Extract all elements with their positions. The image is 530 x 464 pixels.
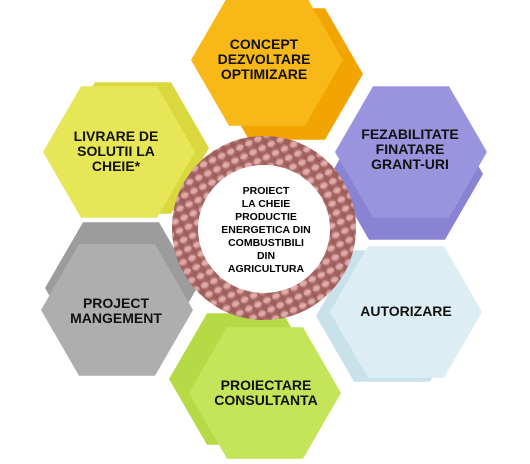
hex-livrare-line-2: SOLUTII LA: [77, 142, 155, 159]
hex-proiectare-line-2: CONSULTANTA: [214, 392, 318, 408]
center-line-3: PRODUCTIE: [235, 210, 297, 223]
hex-label-project-management: PROJECT MANGEMENT: [40, 276, 192, 346]
hex-label-proiectare: PROIECTARE CONSULTANTA: [190, 358, 342, 428]
hex-proiectare-line-1: PROIECTARE: [220, 377, 312, 393]
hex-livrare-line-1: LIVRARE DE: [73, 127, 159, 144]
center-line-2: LA CHEIE: [241, 197, 291, 210]
hex-label-autorizare: AUTORIZARE: [330, 276, 482, 346]
center-line-4: ENERGETICA DIN: [221, 223, 311, 236]
center-photo-circle: [172, 136, 356, 320]
hex-project-management-line-2: MANGEMENT: [70, 310, 162, 326]
hex-livrare: [43, 86, 195, 218]
hex-label-concept: CONCEPT DEZVOLTARE OPTIMIZARE: [188, 24, 340, 94]
center-line-6: DIN: [256, 249, 276, 262]
hex-fezabilitate-line-3: GRANT-URI: [371, 155, 449, 172]
hex-autorizare-line-1: AUTORIZARE: [360, 302, 452, 319]
center-line-7: AGRICULTURA: [227, 262, 305, 275]
hex-fezabilitate-line-1: FEZABILITATE: [361, 125, 459, 142]
center-title: PROIECT LA CHEIE PRODUCTIE ENERGETICA DI…: [196, 168, 336, 292]
hex-concept-line-3: OPTIMIZARE: [220, 65, 308, 82]
hex-concept-line-2: DEZVOLTARE: [217, 50, 311, 67]
hex-autorizare: [330, 246, 482, 378]
hex-fezabilitate-line-2: FINATARE: [375, 140, 445, 157]
hex-proiectare: [189, 327, 341, 459]
hex-concept-line-1: CONCEPT: [229, 35, 299, 52]
hex-concept: [191, 0, 343, 126]
hex-fezabilitate: [335, 86, 487, 218]
hex-project-management-line-1: PROJECT: [82, 295, 150, 311]
hex-label-livrare: LIVRARE DE SOLUTII LA CHEIE*: [40, 116, 192, 186]
hex-livrare-line-3: CHEIE*: [91, 157, 141, 174]
center-line-5: COMBUSTIBILI: [228, 236, 304, 249]
hex-label-fezabilitate: FEZABILITATE FINATARE GRANT-URI: [334, 114, 486, 184]
center-line-1: PROIECT: [242, 184, 290, 197]
hex-project-management: [41, 244, 193, 376]
